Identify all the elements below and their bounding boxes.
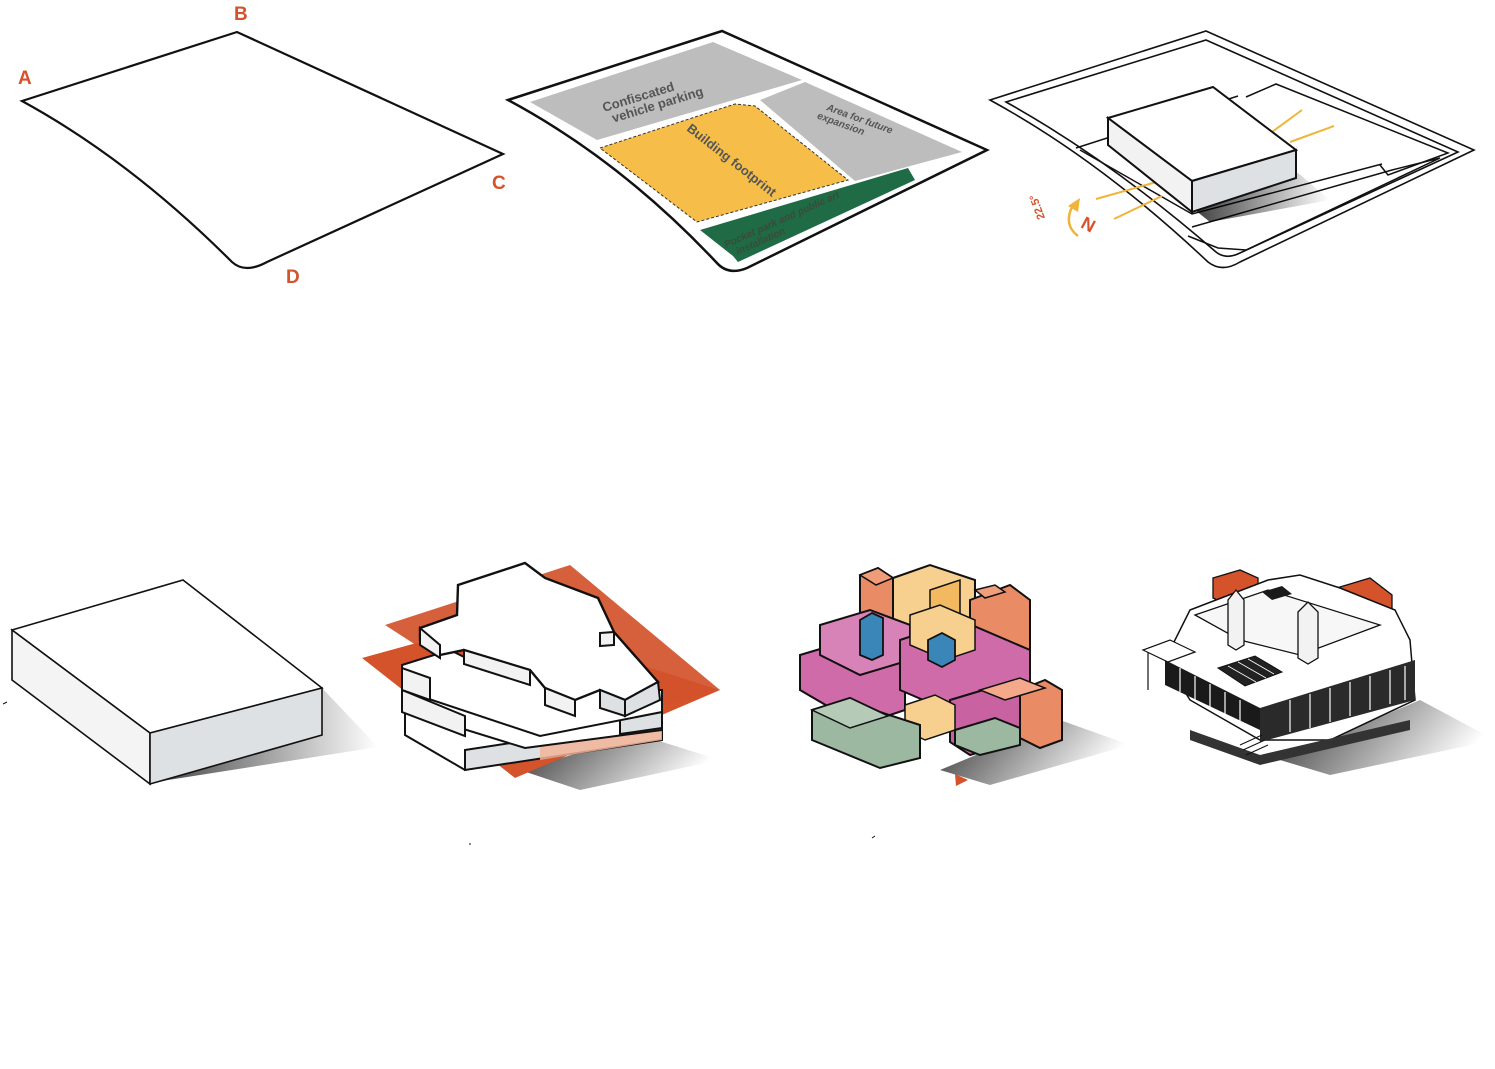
rotation-arrowhead xyxy=(1068,198,1080,212)
stacked-floors-panel xyxy=(362,561,720,845)
rotation-angle-label: 22.5° xyxy=(1028,193,1048,221)
sun-ray-2 xyxy=(1113,195,1163,220)
stray-mark-3 xyxy=(871,835,876,839)
corner-label-b: B xyxy=(234,4,248,25)
courtyard-grid-lines xyxy=(1227,658,1275,683)
program-block-sage xyxy=(809,696,1021,770)
orientation-plot-west xyxy=(1079,149,1383,215)
zone-pocket-park xyxy=(700,168,915,262)
site-zoning-panel: Confiscated vehicle parking Area for fut… xyxy=(504,29,990,273)
corner-label-d: D xyxy=(286,267,300,288)
floor-plate-top xyxy=(418,561,662,718)
facade-band-right xyxy=(1260,660,1415,742)
program-shadow xyxy=(940,720,1130,785)
tower-left xyxy=(1227,588,1245,651)
orientation-shadow xyxy=(1195,173,1330,222)
tower-right xyxy=(1297,601,1319,665)
program-marker xyxy=(955,774,968,786)
courtyard-grid xyxy=(1216,655,1284,687)
simple-mass-right-face xyxy=(149,686,323,786)
rooftop-opening xyxy=(1262,586,1292,600)
program-block-blue-1 xyxy=(859,611,884,661)
base-stairs xyxy=(1239,734,1269,756)
corner-label-a: A xyxy=(18,68,32,89)
facade-band-left xyxy=(1165,660,1260,730)
corner-label-c: C xyxy=(492,173,506,194)
orientation-box xyxy=(1105,85,1299,215)
zone-confiscated-parking xyxy=(530,42,802,140)
sun-ray-3 xyxy=(1271,109,1303,133)
sun-ray-4 xyxy=(1289,125,1335,143)
detailed-building-panel xyxy=(1141,569,1495,775)
detailed-shadow xyxy=(1280,700,1495,775)
stray-mark xyxy=(2,701,8,705)
stack-shadow xyxy=(520,735,720,790)
program-block-blue-2 xyxy=(927,631,956,669)
north-indicator: N xyxy=(1078,212,1099,236)
orientation-panel: N 22.5° xyxy=(987,30,1476,269)
orientation-road-inner xyxy=(1003,39,1460,258)
program-block-orange-tall xyxy=(977,677,1063,750)
simple-mass-panel xyxy=(2,579,378,786)
building-base xyxy=(1190,720,1410,765)
site-boundary xyxy=(19,30,506,270)
site-outline-panel: A B C D xyxy=(18,4,506,288)
sun-ray-1 xyxy=(1095,180,1161,200)
zone-future-expansion xyxy=(760,82,962,181)
program-blocks-panel xyxy=(799,563,1130,839)
left-canopy xyxy=(1141,639,1197,663)
orientation-plot-south xyxy=(1187,157,1441,251)
zone-building-footprint xyxy=(598,103,850,223)
facade-windows xyxy=(1179,666,1406,732)
